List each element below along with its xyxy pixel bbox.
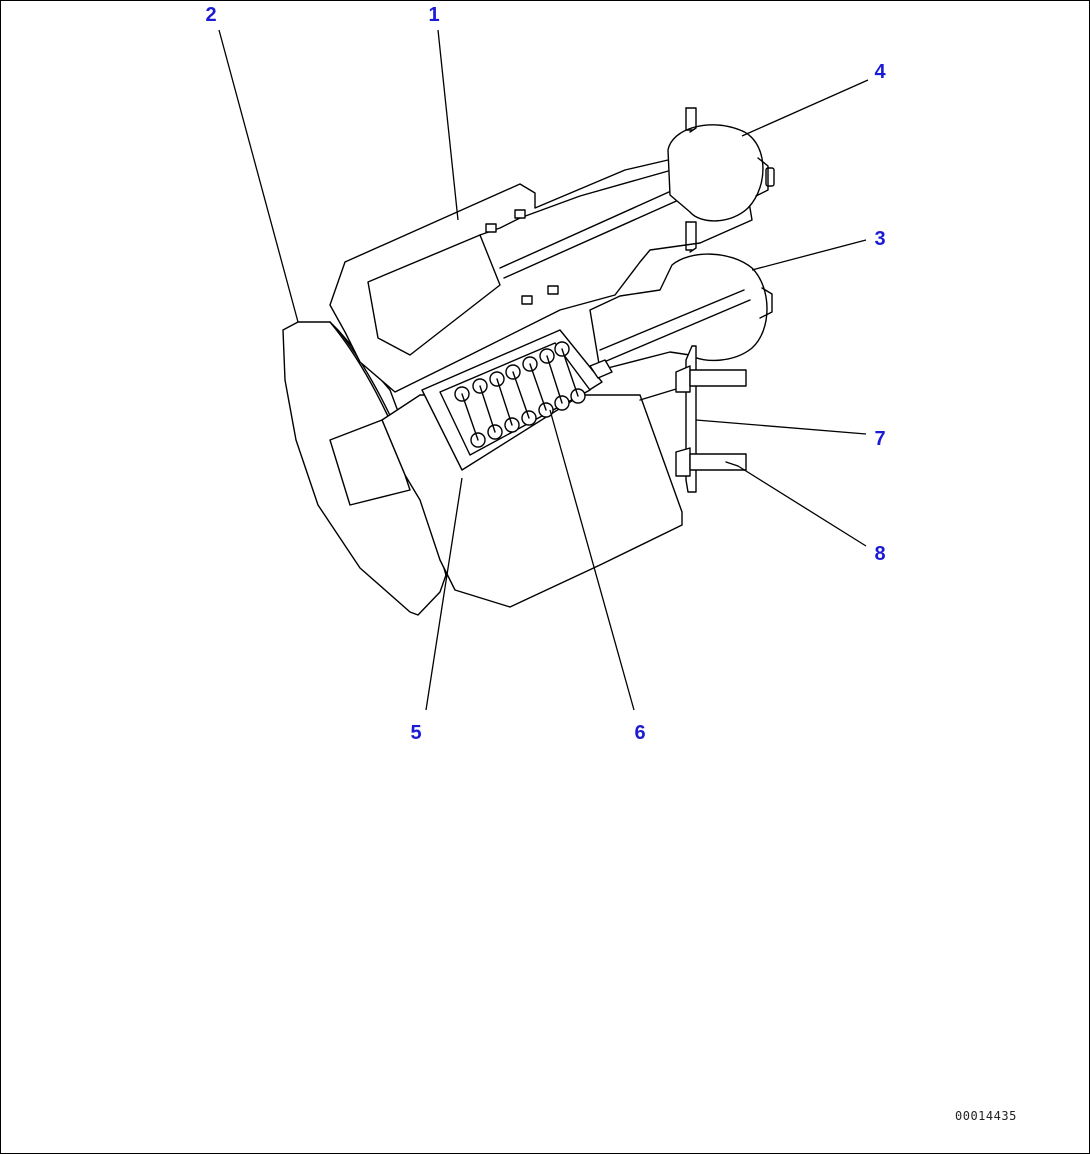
leader-line-3 (751, 239, 867, 271)
callout-8: 8 (874, 543, 886, 565)
leader-line-8 (737, 465, 867, 547)
part-6-spring-cage (421, 329, 613, 471)
leader-line-2 (218, 29, 299, 323)
callout-1: 1 (428, 4, 440, 26)
part-3-lower-knob (589, 221, 773, 371)
leader-line-5 (425, 477, 463, 711)
part-4-upper-knob (667, 107, 775, 222)
callout-7: 7 (874, 428, 886, 450)
callout-5: 5 (410, 722, 422, 744)
callout-2: 2 (205, 4, 217, 26)
leader-line-1 (437, 29, 459, 221)
part-1-body (329, 147, 753, 393)
drawing-number: 00014435 (955, 1109, 1017, 1123)
part-8-bolts (675, 365, 747, 477)
callout-4: 4 (874, 61, 886, 83)
leader-line-4 (741, 79, 869, 137)
callout-3: 3 (874, 228, 886, 250)
callout-6: 6 (634, 722, 646, 744)
leader-lines (218, 29, 869, 711)
leader-line-7 (695, 419, 867, 435)
leader-line-6 (549, 409, 635, 711)
